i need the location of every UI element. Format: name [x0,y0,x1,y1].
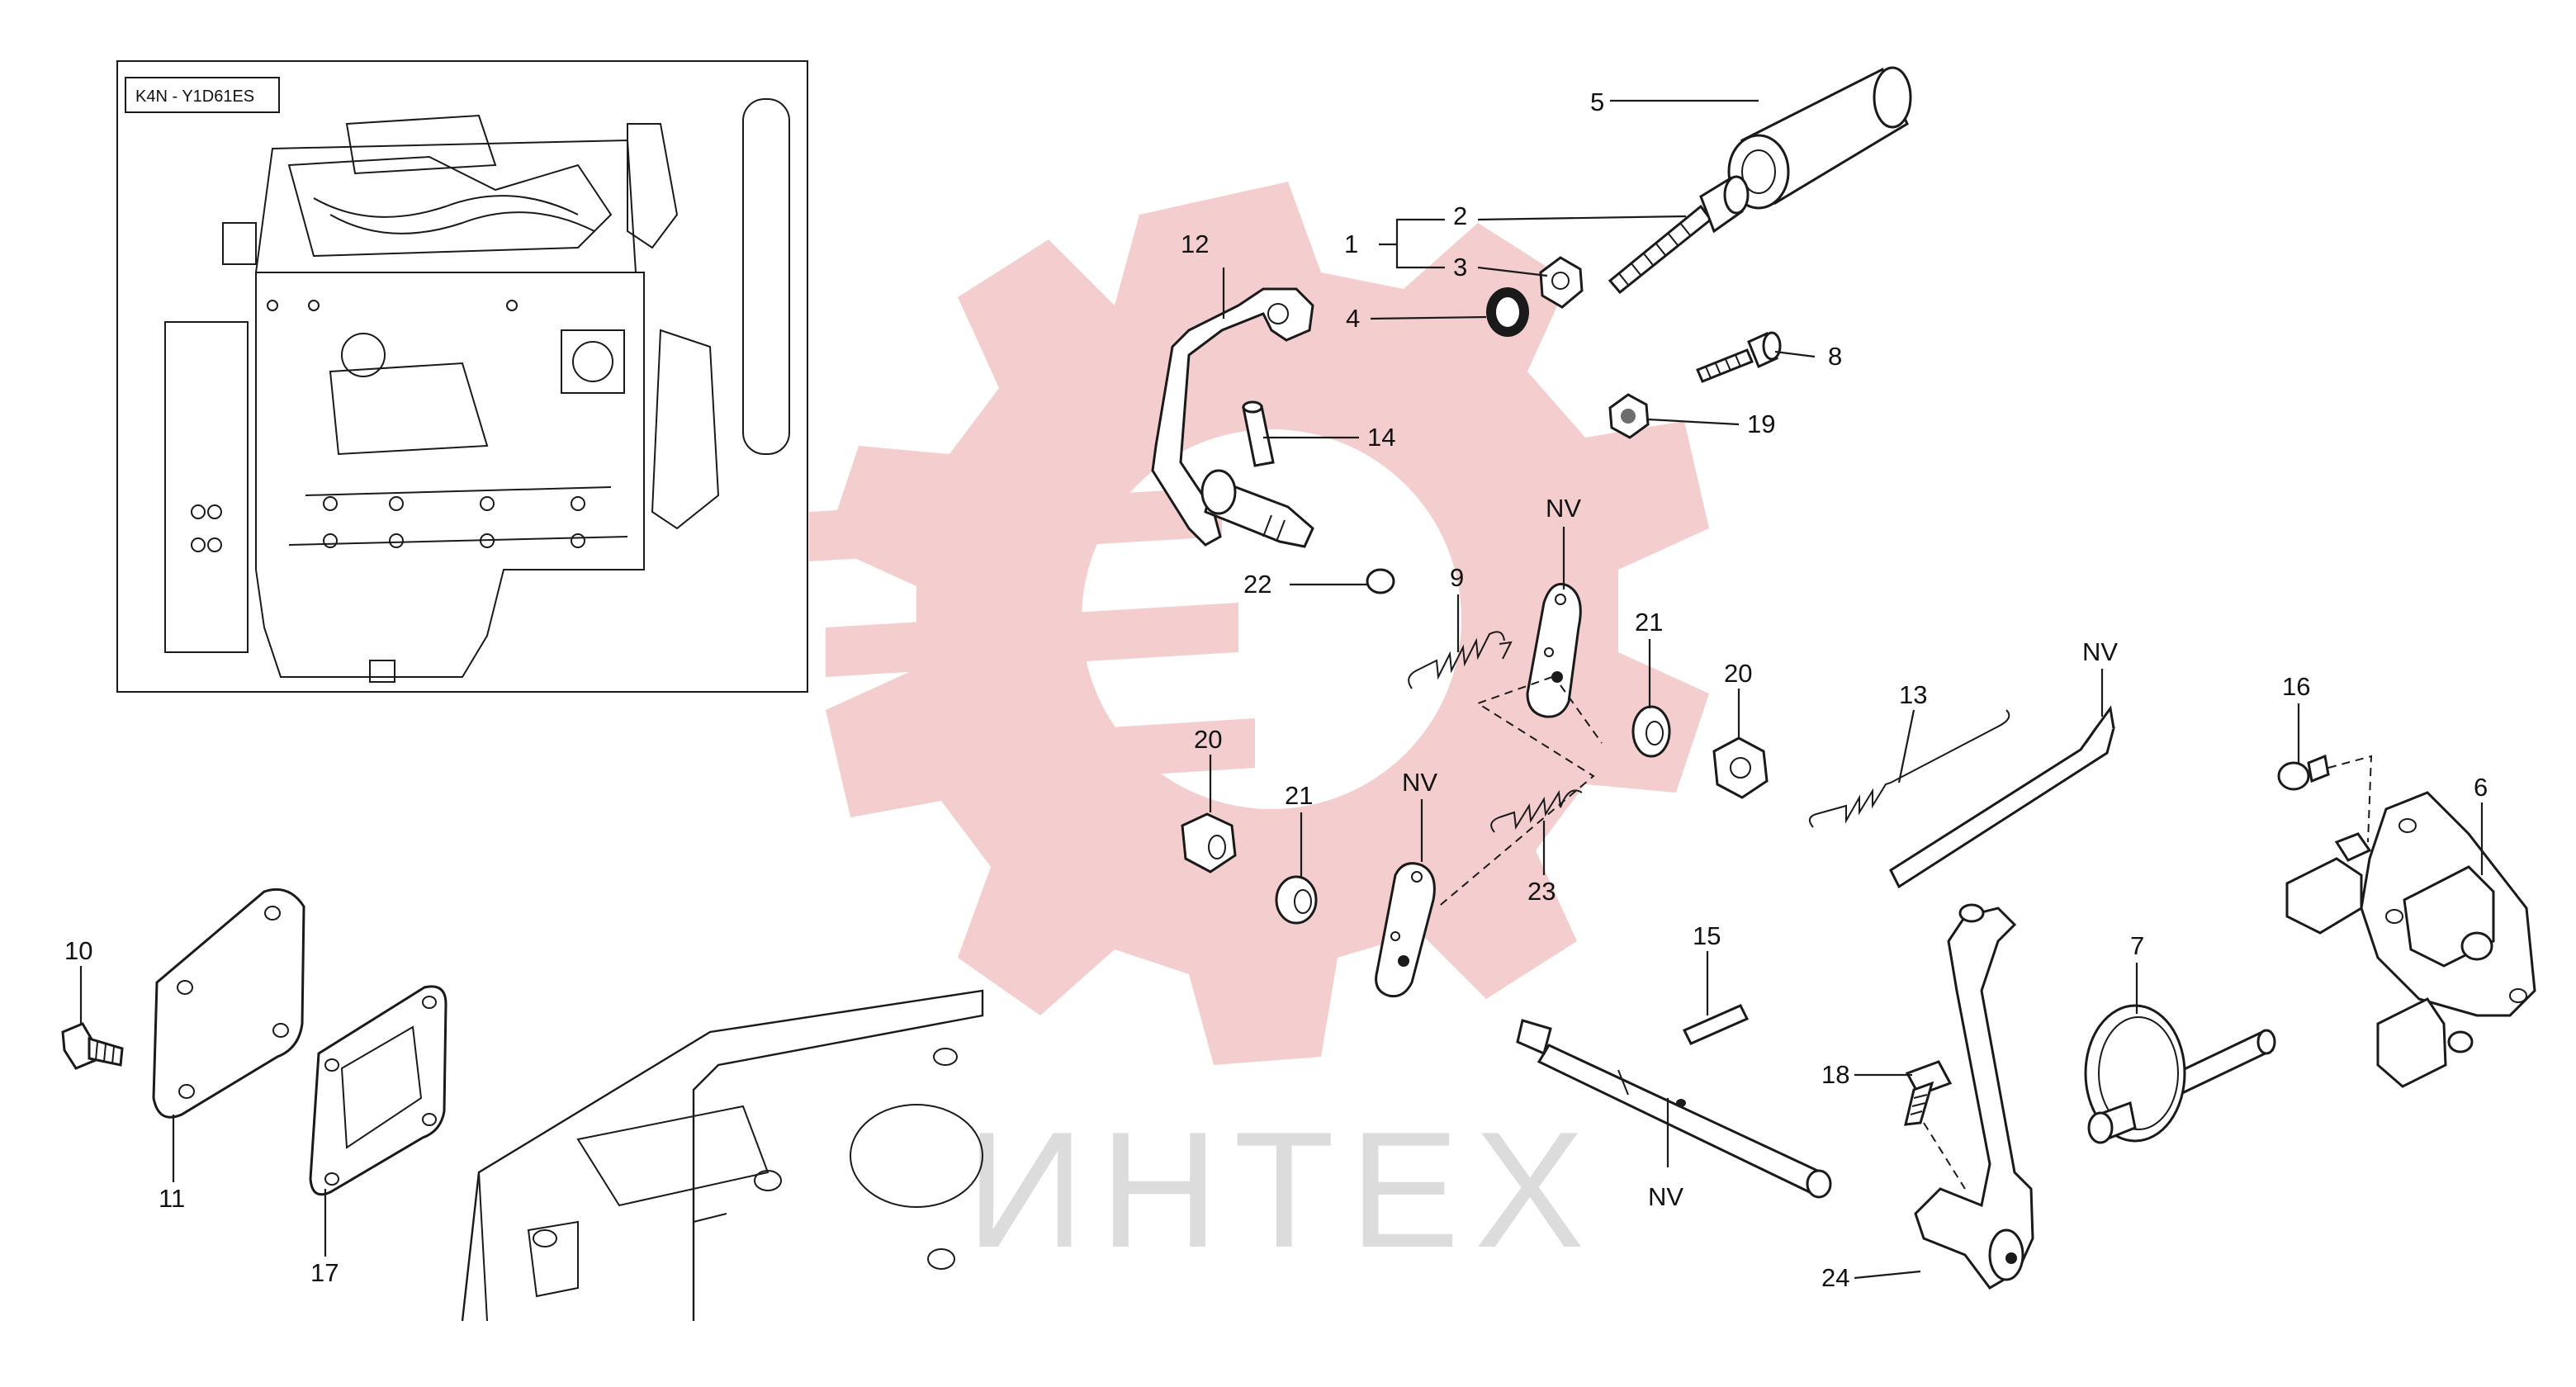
part-4-washer [1486,287,1529,337]
callout-8: 8 [1828,342,1842,371]
callout-21-lower: 21 [1285,781,1313,810]
part-nv-shaft [1516,1019,1832,1199]
callout-14: 14 [1367,423,1395,452]
part-nv-plate-lower [1375,862,1436,998]
callout-nv-1: NV [1546,494,1581,523]
part-nv-bar [1889,705,2115,889]
callout-13: 13 [1899,680,1927,709]
callout-12: 12 [1181,230,1209,258]
callout-3: 3 [1453,253,1467,282]
engine-inset: K4N - Y1D61ES [116,60,808,693]
part-21-clip-lower [1275,875,1318,925]
callout-17: 17 [310,1258,339,1287]
callout-2: 2 [1453,201,1467,230]
callout-20-upper: 20 [1724,659,1752,688]
part-20-nut-upper [1712,736,1769,799]
callout-4: 4 [1346,304,1360,333]
callouts: 5 1 2 3 4 8 19 14 12 22 9 NV 21 20 20 21… [64,88,2488,1292]
callout-21-upper: 21 [1635,608,1663,637]
callout-7: 7 [2130,931,2144,960]
part-20-nut-lower [1181,812,1237,873]
part-nv-plate-upper [1526,583,1582,718]
part-9-spring [1408,631,1513,689]
callout-20-lower: 20 [1194,725,1222,754]
part-23-spring [1490,789,1583,833]
part-2-bolt [1608,175,1750,295]
part-18-bolt [1904,1060,1953,1126]
part-12-lever [1151,287,1314,548]
part-8-bolt [1696,331,1782,383]
callout-6: 6 [2474,773,2488,802]
callout-23: 23 [1527,877,1556,906]
part-6-bracket [2285,791,2536,1088]
part-16-screw [2277,754,2373,843]
watermark-logo: ИНТЕХ [809,182,1709,1282]
callout-22: 22 [1243,570,1271,599]
callout-10: 10 [64,936,92,965]
leader-lines [79,99,2484,1280]
callout-15: 15 [1693,921,1721,950]
callout-nv-4: NV [1648,1182,1683,1211]
callout-nv-2: NV [1402,768,1437,797]
assembly-line-upper [1560,684,1603,744]
part-14-pin [1242,400,1275,467]
part-21-clip-upper [1631,705,1671,758]
callout-5: 5 [1590,88,1604,116]
part-10-bolt [61,1022,124,1070]
callout-24: 24 [1821,1263,1849,1292]
engine-drawing [164,98,790,683]
part-15-pin [1682,1004,1750,1045]
callout-18: 18 [1821,1060,1849,1089]
part-13-spring [1808,709,2010,828]
callout-1: 1 [1344,230,1358,258]
part-3-nut [1539,256,1584,309]
callout-16: 16 [2282,672,2310,701]
part-11-cover [152,888,305,1119]
assembly-line-plates [1436,676,1595,909]
callout-nv-3: NV [2082,637,2118,666]
part-22-oring [1366,568,1395,594]
part-19-nut [1608,393,1650,439]
callout-19: 19 [1747,409,1775,438]
watermark-text: ИНТЕХ [966,1098,1599,1282]
part-24-lever [1914,903,2034,1290]
part-7-disc [2084,1004,2276,1144]
part-5-sleeve [1727,66,1912,210]
callout-11: 11 [159,1184,185,1213]
model-label: K4N - Y1D61ES [135,88,254,106]
callout-9: 9 [1450,563,1464,592]
engine-block-outline [461,989,984,1322]
part-17-gasket [309,985,447,1196]
model-label-box [125,77,280,113]
